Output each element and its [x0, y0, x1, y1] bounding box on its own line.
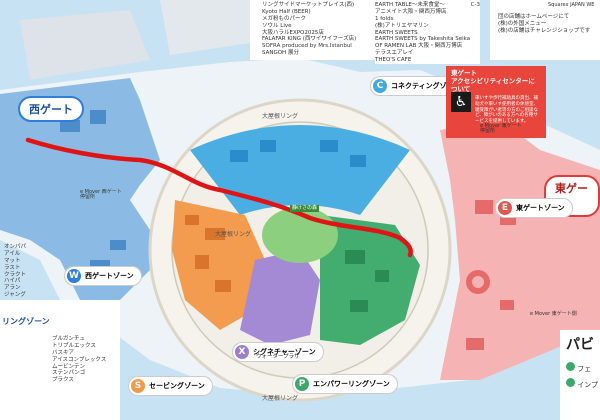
- bottom-legend-rows: ブルガンチュ トリプルエックス バスキア アイスコンプレックス ムービンテン ス…: [52, 336, 116, 385]
- row: トリプルエックス: [52, 342, 96, 349]
- ring-label-west: 大屋根リング: [215, 231, 252, 238]
- row: アラン: [4, 285, 21, 292]
- west-gate-label[interactable]: 西ゲート: [18, 96, 84, 122]
- zone-e-icon: E: [498, 201, 512, 215]
- top-right-partial: Squarex JAPAN WE: [548, 2, 595, 8]
- legend-row: ソウル Live: [262, 22, 292, 29]
- legend-row: EARTH SWEETS: [375, 29, 418, 36]
- notice-title: 東ゲート アクセシビリティセンターについて: [451, 69, 535, 93]
- row: ラスト: [4, 264, 21, 271]
- ring-label-south: 大屋根リング: [262, 395, 299, 402]
- pavilion-item-1: フェ: [566, 362, 591, 373]
- row: オンパパ: [4, 244, 27, 250]
- row: プラクス: [52, 377, 74, 384]
- east-gate-accessibility-notice: 東ゲート アクセシビリティセンターについて ♿ 車いすや歩行補助具の貸出、補助犬…: [446, 66, 546, 138]
- connecting-zone: [190, 125, 410, 215]
- row: ムービンテン: [52, 363, 86, 370]
- legend-row: EARTH SWEETS by Takeshita Seika: [375, 36, 471, 43]
- legend-row: 大阪ハラルEXPO2025店: [262, 29, 324, 36]
- emover-label-east: e Mover 東ゲート 停留所: [480, 123, 522, 134]
- zone-tag-s[interactable]: S セービングゾーン: [128, 376, 213, 396]
- row: マット: [4, 257, 21, 264]
- legend-row: Kyoto Half (BEER): [262, 8, 311, 15]
- legend-row: 1 folds: [375, 15, 394, 22]
- signature-zone: [240, 250, 320, 345]
- notice-body: 車いすや歩行補助具の貸出、補助犬や車いす使用者の休憩室、聴覚障がい者等の方のご相…: [475, 96, 538, 124]
- accessibility-icon: ♿: [451, 92, 471, 112]
- pavilion-l-icon: [566, 378, 575, 387]
- empowering-zone: [320, 215, 420, 345]
- legend-row: SOFRA produced by Mrs.Istanbul: [262, 43, 352, 50]
- note-row: (株)の外国メニュー: [498, 20, 547, 27]
- saving-zone-buildings: [185, 215, 231, 292]
- zone-e-label: 東ゲートゾーン: [516, 204, 565, 212]
- legend-row: EARTH TABLE～未来食堂～ C-3: [375, 2, 480, 8]
- row: アイスコンプレックス: [52, 356, 107, 363]
- legend-row: リングサイドマーケットプレイス(西): [262, 2, 355, 8]
- legend-row: THEO'S CAFE: [375, 57, 412, 63]
- water-plaza-label: ウォータープラザ: [256, 354, 300, 360]
- zone-s-icon: S: [131, 379, 145, 393]
- saving-zone: [172, 200, 265, 330]
- ring-label-north: 大屋根リング: [262, 113, 299, 120]
- row: バスキア: [52, 349, 75, 356]
- walking-route: [25, 137, 413, 258]
- row: クラクト: [4, 271, 27, 278]
- top-right-notes: 団の店舗はホームページにて (株)の外国メニュー (株)の店舗はチャレンジショッ…: [498, 14, 598, 35]
- legend-row: アニメイト大阪・関西万博店: [375, 8, 447, 15]
- zone-tag-w[interactable]: W 西ゲートゾーン: [64, 266, 142, 286]
- pavilion-l-icon: [566, 362, 575, 371]
- legend-row: SANGOH 展分: [262, 50, 299, 57]
- zone-c-label: コネクティングゾーン: [391, 82, 461, 90]
- zone-c-icon: C: [373, 79, 387, 93]
- row: アイル: [4, 250, 21, 257]
- zone-w-icon: W: [67, 269, 81, 283]
- pavilion-heading: パビ: [566, 337, 594, 353]
- zone-p-label: エンパワーリングゾーン: [313, 380, 390, 388]
- forest-label: 静けさの森: [290, 205, 320, 212]
- legend-row: FALAFAR KING (西ワイワイフーズ店): [262, 36, 357, 43]
- zone-w-label: 西ゲートゾーン: [85, 272, 134, 280]
- zone-tag-p[interactable]: P エンパワーリングゾーン: [292, 374, 398, 394]
- pavilion-item-2: インプ: [566, 378, 598, 389]
- row: ブルガンチュ: [52, 336, 85, 342]
- legend-row: テラスエアレイ: [375, 50, 414, 57]
- pavilion-panel: [560, 330, 600, 420]
- legend-row: (株)アトリエヤマリン: [375, 22, 429, 29]
- legend-row: OF RAMEN LAB 大阪・関西万博店: [375, 43, 463, 50]
- legend-row: メガ粉ものパーク: [262, 15, 307, 22]
- zone-s-label: セービングゾーン: [149, 382, 205, 390]
- bottom-left-rows: オンパパ アイル マット ラスト クラクト ハイパ アラン ジャング: [4, 244, 40, 299]
- zone-x-label: シグネチャーゾーン: [253, 348, 316, 356]
- note-row: 団の店舗はホームページにて: [498, 14, 570, 20]
- bottom-left-title: リングゾーン: [2, 317, 50, 326]
- note-row: (株)の店舗はチャレンジショップです: [498, 27, 591, 34]
- east-zone-buildings: [466, 200, 516, 350]
- row: ハイパ: [4, 278, 21, 285]
- zone-tag-x[interactable]: X シグネチャーゾーン: [232, 342, 324, 362]
- empowering-zone-buildings: [345, 250, 389, 312]
- west-parking-area: [20, 10, 150, 80]
- row: ステンパンゴ: [52, 370, 86, 377]
- emover-label-west: e Mover 西ゲート 停留所: [80, 189, 122, 200]
- north-island: [160, 0, 270, 55]
- top-legend-left: リングサイドマーケットプレイス(西) Kyoto Half (BEER) メガ粉…: [262, 2, 372, 57]
- zone-p-icon: P: [295, 377, 309, 391]
- top-legend-right: EARTH TABLE～未来食堂～ C-3 アニメイト大阪・関西万博店 1 fo…: [375, 2, 480, 64]
- west-zone-buildings: [60, 110, 126, 270]
- zone-x-icon: X: [235, 345, 249, 359]
- zone-tag-e[interactable]: E 東ゲートゾーン: [495, 198, 573, 218]
- row: ジャング: [4, 292, 26, 299]
- emover-label-south: e Mover 東ゲート側: [530, 311, 577, 317]
- connecting-zone-buildings: [230, 140, 366, 167]
- zone-tag-c[interactable]: C コネクティングゾーン: [370, 76, 469, 96]
